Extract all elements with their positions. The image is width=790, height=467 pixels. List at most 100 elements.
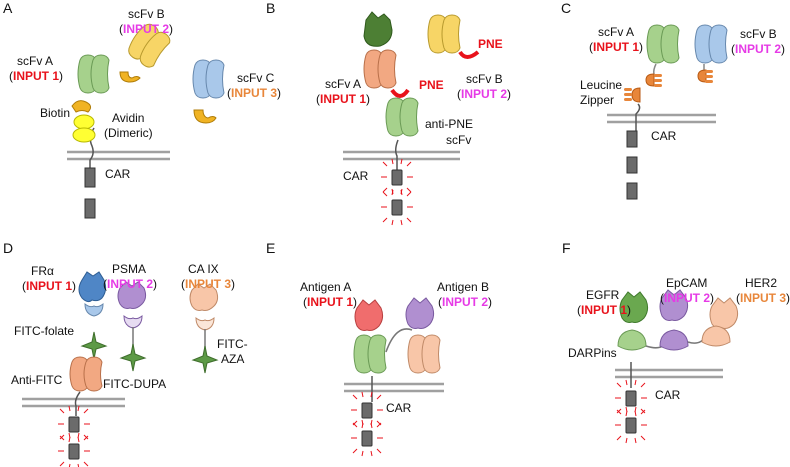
label-car: CAR — [386, 401, 412, 415]
car-box — [57, 432, 91, 467]
label-scfv-a: scFv A — [325, 77, 361, 91]
label-car: CAR — [105, 167, 131, 181]
label-zipper: Zipper — [580, 93, 614, 107]
label-anti-fitc: Anti-FITC — [11, 373, 63, 387]
car-linker — [635, 103, 641, 132]
label-leucine: Leucine — [580, 78, 622, 92]
antigen-her2 — [709, 297, 739, 329]
label-scfv-a: scFv A — [598, 25, 634, 39]
panel-a-letter: A — [3, 0, 13, 16]
anti-pne-vl — [399, 97, 419, 137]
scfv-c-vl — [205, 59, 225, 99]
fitc-aza-star — [191, 345, 219, 374]
zipper-b — [697, 69, 707, 83]
panel-b-letter: B — [266, 0, 275, 16]
darpin-c — [701, 325, 731, 347]
label-input2: (INPUT 2) — [438, 295, 492, 309]
label-input2: (INPUT 2) — [660, 291, 714, 305]
panel-d: D FRα (INPUT 1) PSMA (INPUT 2) CA IX (IN… — [3, 240, 248, 467]
label-scfv-c: scFv C — [237, 71, 275, 85]
label-input2: (INPUT 2) — [457, 87, 511, 101]
psma-pocket — [123, 314, 143, 329]
label-car: CAR — [655, 388, 681, 402]
pne-tag-b — [458, 50, 480, 59]
label-input3: (INPUT 3) — [736, 291, 790, 305]
darpin-a — [617, 329, 647, 351]
scfv-b-vl — [441, 14, 461, 54]
scfv-a-vl — [90, 54, 110, 94]
folate-pocket — [84, 302, 104, 317]
scfv-a-vl — [660, 24, 680, 64]
label-fitc-dupa: FITC-DUPA — [103, 377, 166, 391]
label-antigen-a: Antigen A — [300, 280, 351, 294]
antigen-dark-green — [363, 11, 393, 47]
car-box — [57, 405, 91, 443]
antigen-b — [405, 297, 435, 329]
label-car: CAR — [343, 169, 369, 183]
label-anti-pne-scfv: scFv — [446, 133, 471, 147]
label-darpins: DARPins — [568, 346, 617, 360]
label-her2: HER2 — [745, 276, 777, 290]
anti-fitc-vl — [83, 356, 103, 392]
label-car: CAR — [651, 129, 677, 143]
panel-b: B PNE PNE scFv A (INPUT 1) scFv B (INPUT… — [266, 0, 511, 226]
antigen-epcam — [659, 289, 689, 321]
biotin-shape — [71, 100, 92, 113]
label-scfv-b: scFv B — [740, 27, 777, 41]
label-scfv-a: scFv A — [17, 54, 53, 68]
label-pne-a: PNE — [419, 78, 444, 92]
panel-e-letter: E — [266, 240, 275, 256]
panel-c: C scFv A (INPUT 1) scFv B (INPUT 2) Leuc… — [561, 0, 785, 200]
label-caix: CA IX — [188, 262, 219, 276]
antigen-caix — [189, 283, 219, 311]
label-input2: (INPUT 2) — [119, 22, 173, 36]
label-psma: PSMA — [112, 262, 146, 276]
panel-f-letter: F — [562, 240, 571, 256]
car-box — [614, 406, 648, 444]
label-input2: (INPUT 2) — [731, 42, 785, 56]
panel-d-letter: D — [3, 240, 13, 256]
label-antigen-b: Antigen B — [437, 280, 489, 294]
label-input2: (INPUT 2) — [103, 277, 157, 291]
label-scfv-b: scFv B — [128, 7, 165, 21]
scfv-b-vl — [708, 24, 728, 64]
panel-c-letter: C — [561, 0, 571, 16]
antigen-psma — [117, 281, 147, 309]
label-input1: (INPUT 1) — [303, 295, 357, 309]
scfv-a-vl — [377, 49, 397, 89]
label-dimeric: (Dimeric) — [104, 126, 153, 140]
car-box — [380, 188, 414, 226]
panel-e: E Antigen A (INPUT 1) Antigen B (INPUT 2… — [266, 240, 492, 457]
label-input1: (INPUT 1) — [22, 279, 76, 293]
avidin-top — [73, 114, 95, 130]
biotin-b — [119, 71, 141, 83]
fitc-dupa-star — [119, 343, 147, 372]
label-input1: (INPUT 1) — [9, 69, 63, 83]
label-scfv-b: scFv B — [466, 72, 503, 86]
car-linker — [74, 391, 81, 416]
label-fitc-aza-2: AZA — [221, 352, 244, 366]
scfv-b-vl — [421, 334, 441, 374]
antigen-fra — [78, 271, 107, 303]
car-box — [626, 156, 638, 174]
panel-a: A scFv A (INPUT 1) scFv B (INPUT 2) scFv… — [3, 0, 281, 219]
label-epcam: EpCAM — [666, 276, 707, 290]
label-avidin: Avidin — [112, 111, 144, 125]
label-pne-b: PNE — [478, 37, 503, 51]
label-fra: FRα — [31, 264, 54, 278]
zipper-car — [631, 87, 641, 103]
label-fitc-folate: FITC-folate — [14, 324, 74, 338]
scfv-a-vl — [367, 334, 387, 374]
label-input1: (INPUT 1) — [577, 303, 631, 317]
label-anti-pne: anti-PNE — [425, 117, 473, 131]
label-biotin: Biotin — [40, 106, 70, 120]
caix-pocket — [195, 316, 215, 331]
panel-f: F EGFR (INPUT 1) EpCAM (INPUT 2) HER2 (I… — [562, 240, 790, 444]
label-input1: (INPUT 1) — [589, 40, 643, 54]
antigen-egfr — [619, 291, 649, 323]
biotin-c — [193, 109, 217, 124]
label-input1: (INPUT 1) — [316, 92, 370, 106]
antigen-a — [354, 299, 384, 331]
car-box — [350, 419, 384, 457]
